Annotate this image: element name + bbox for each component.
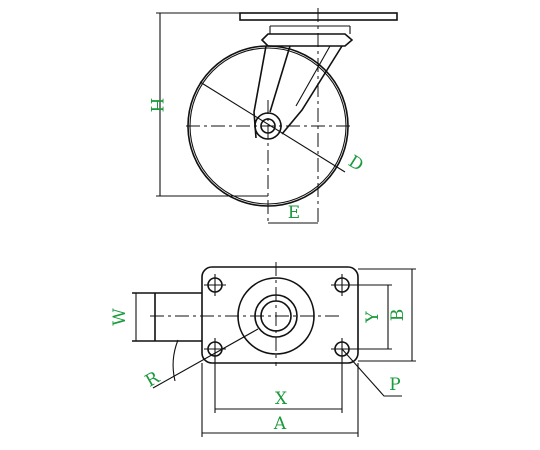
label-r: R [142, 367, 164, 391]
fork-leg-rear [269, 45, 291, 113]
label-h: H [146, 98, 166, 113]
label-x: X [275, 389, 288, 409]
label-p: P [389, 375, 400, 395]
label-y: Y [363, 311, 383, 324]
bearing-ring-inner [260, 300, 292, 332]
bolt-hole-top-left [204, 274, 226, 296]
swivel-bearing [260, 33, 354, 47]
bearing-ring-outer [237, 277, 315, 355]
side-view [156, 8, 398, 224]
label-b: B [388, 309, 408, 322]
label-d: D [345, 152, 367, 176]
d-leader-line [199, 81, 346, 173]
label-e: E [288, 203, 300, 223]
r-arc [172, 339, 179, 382]
plan-view [132, 262, 416, 437]
p-leader-line [341, 348, 402, 397]
label-w: W [110, 308, 130, 326]
mounting-plate [201, 266, 359, 364]
r-leader-line [152, 328, 259, 389]
label-a: A [273, 414, 287, 434]
bearing-ring-middle [254, 294, 298, 338]
fork-arm-inner [295, 45, 331, 107]
dimension-labels: H D E W Y B R P X A [110, 98, 408, 434]
